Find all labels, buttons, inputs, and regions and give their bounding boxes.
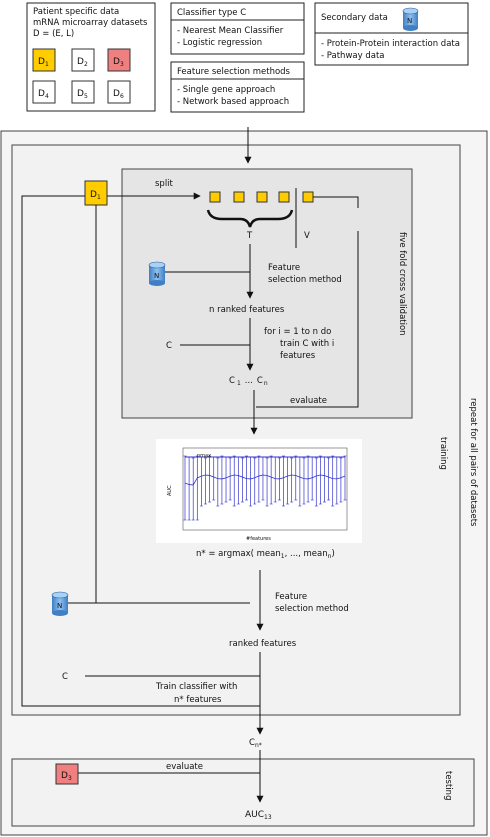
- patient-data-box: Patient specific data mRNA microarray da…: [26, 2, 156, 112]
- svg-text:N: N: [154, 272, 159, 280]
- T-label: T: [246, 231, 253, 241]
- database-icon: N: [148, 261, 166, 286]
- patient-line3: D = (E, L): [33, 29, 74, 39]
- plot-annotation: nmax: [197, 453, 211, 459]
- val-evaluate-line: [256, 231, 359, 408]
- d1-training-loop: [21, 195, 260, 707]
- plot-xlabel: #features: [246, 536, 271, 542]
- secondary-item-2: - Pathway data: [321, 51, 384, 61]
- classifier-box: Classifier type C - Nearest Mean Classif…: [170, 2, 305, 55]
- secondary-item-1: - Protein-Protein interaction data: [321, 39, 460, 49]
- dataset-d3-label: D3: [113, 57, 124, 68]
- dataset-d6-label: D6: [113, 89, 124, 100]
- d3-node: D3: [55, 763, 79, 785]
- testing-label: testing: [443, 771, 453, 800]
- train-label-2: n* features: [174, 695, 222, 705]
- database-icon: N: [402, 7, 419, 31]
- dataset-d6: [107, 80, 131, 104]
- secondary-data-box: Secondary data N - Protein-Protein inter…: [314, 2, 469, 66]
- n-ranked-features: n ranked features: [209, 305, 285, 315]
- dataset-d4: [32, 80, 56, 104]
- C-label: C: [166, 341, 172, 351]
- testing-container: [11, 758, 475, 827]
- for-loop-2: train C with i: [280, 339, 334, 349]
- dataset-d3: [107, 48, 131, 72]
- plot-frame: [182, 447, 348, 531]
- evaluate-test: evaluate: [166, 762, 203, 772]
- mean-line: [184, 474, 346, 486]
- feature-sel-1b: selection method: [268, 275, 342, 285]
- plot-ylabel: AUC: [167, 485, 173, 496]
- for-loop-3: features: [280, 351, 316, 361]
- classifier-title: Classifier type C: [177, 8, 246, 18]
- cross-validation-label: five fold cross validation: [397, 232, 407, 336]
- auc-result: AUC13: [245, 810, 272, 821]
- train-label-1: Train classifier with: [155, 682, 237, 692]
- feature-sel-item-1: - Single gene approach: [177, 85, 275, 95]
- feature-sel-item-2: - Network based approach: [177, 97, 289, 107]
- val-line: [313, 196, 359, 208]
- dataset-d2: [71, 48, 95, 72]
- svg-text:D1: D1: [90, 190, 101, 201]
- auc-plot: AUC #features nmax: [156, 439, 362, 543]
- feature-sel-2b: selection method: [275, 604, 349, 614]
- argmax-label: n* = argmax( mean1, ..., meann): [196, 549, 335, 560]
- for-loop-1: for i = 1 to n do: [264, 327, 331, 337]
- training-label: training: [438, 437, 448, 470]
- dataset-d5-label: D5: [77, 89, 88, 100]
- split-label: split: [155, 179, 174, 189]
- patient-line2: mRNA microarray datasets: [33, 18, 148, 28]
- dataset-d1-label: D1: [38, 57, 49, 68]
- database-icon: N: [51, 591, 69, 616]
- d1-node: D1: [84, 180, 108, 206]
- svg-text:N: N: [57, 602, 62, 610]
- svg-text:N: N: [407, 17, 412, 25]
- repeat-label: repeat for all pairs of datasets: [468, 398, 478, 527]
- classifier-item-2: - Logistic regression: [177, 38, 262, 48]
- feature-sel-2a: Feature: [275, 592, 307, 602]
- cross-validation-container: [121, 168, 413, 419]
- secondary-title: Secondary data: [321, 13, 388, 23]
- dataset-d4-label: D4: [38, 89, 49, 100]
- feature-sel-1a: Feature: [268, 263, 300, 273]
- feature-selection-box: Feature selection methods - Single gene …: [170, 61, 305, 113]
- feature-sel-title: Feature selection methods: [177, 67, 291, 77]
- V-label: V: [304, 231, 310, 241]
- ranked-features: ranked features: [229, 639, 297, 649]
- patient-line1: Patient specific data: [33, 7, 119, 17]
- plot-series: [183, 455, 347, 521]
- cnstar-label: Cn*: [249, 738, 262, 749]
- dataset-d5: [71, 80, 95, 104]
- classifier-item-1: - Nearest Mean Classifier: [177, 26, 284, 36]
- dataset-d1: [32, 48, 56, 72]
- dataset-d2-label: D2: [77, 57, 88, 68]
- C2-label: C: [62, 672, 68, 682]
- train-brace: [206, 209, 294, 228]
- evaluate-cv: evaluate: [290, 396, 327, 406]
- svg-text:D3: D3: [61, 771, 72, 782]
